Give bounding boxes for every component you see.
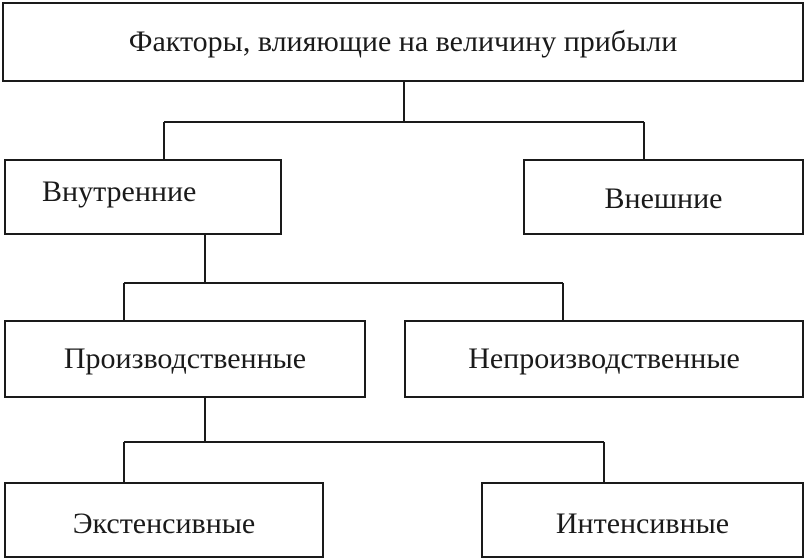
internal-label: Внутренние <box>42 175 197 208</box>
external-label: Внешние <box>604 182 723 215</box>
external-box: Внешние <box>523 159 804 235</box>
root-box: Факторы, влияющие на величину прибыли <box>2 2 804 82</box>
internal-box: Внутренние <box>4 159 282 235</box>
extensive-label: Экстенсивные <box>72 507 256 540</box>
extensive-box: Экстенсивные <box>4 482 324 558</box>
intensive-label: Интенсивные <box>555 507 730 540</box>
production-box: Производственные <box>4 320 366 398</box>
production-label: Производственные <box>63 342 307 375</box>
nonproduction-label: Непроизводственные <box>468 342 740 375</box>
root-label: Факторы, влияющие на величину прибыли <box>128 25 678 58</box>
nonproduction-box: Непроизводственные <box>404 320 804 398</box>
intensive-box: Интенсивные <box>481 482 804 558</box>
